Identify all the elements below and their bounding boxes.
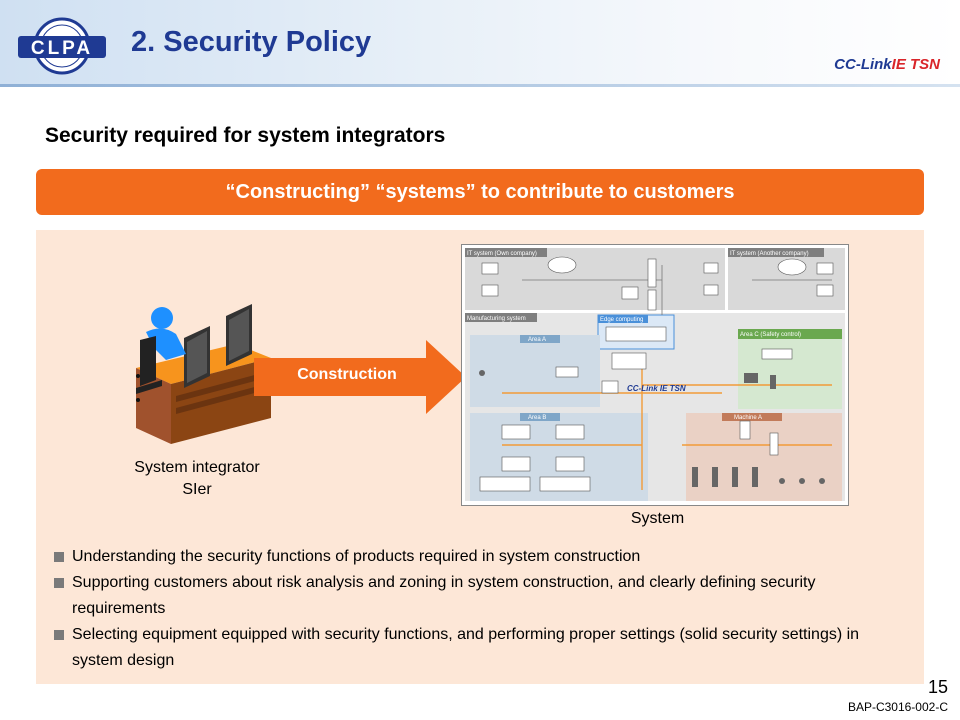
bullet-square-icon [54,552,64,562]
bullet-item: Understanding the security functions of … [52,544,912,570]
zone-area-c-label: Area C (Safety control) [740,332,801,338]
page-title: 2. Security Policy [131,26,372,58]
page-number: 15 [927,677,948,697]
document-code: BAP-C3016-002-C [847,700,948,714]
zone-edge-label: Edge computing [600,317,643,323]
system-diagram: IT system (Own company) IT system (Anoth… [461,244,849,506]
clpa-logo: CLPA [18,17,106,75]
brand-part1: CC-Link [834,56,892,73]
logo-text: CLPA [31,38,93,59]
zone-machine-a [686,413,842,501]
system-integrator-caption: System integrator SIer [117,457,277,501]
zone-area-a [470,335,600,407]
section-subtitle: Security required for system integrators [45,124,446,147]
system-diagram-graphic: IT system (Own company) IT system (Anoth… [465,248,845,501]
zone-machine-a-label: Machine A [734,415,762,421]
zone-area-c [738,329,842,409]
brand-part2: IE TSN [891,56,940,73]
brand-logo: CC-LinkIE TSN [834,56,940,73]
zone-it-other-label: IT system (Another company) [730,251,809,257]
zone-manufacturing-label: Manufacturing system [467,316,526,322]
zone-it-own [465,248,725,310]
zone-it-own-label: IT system (Own company) [467,251,537,257]
bullet-item: Supporting customers about risk analysis… [52,570,912,622]
integrator-line2: SIer [182,481,212,498]
system-caption: System [630,510,685,527]
bullet-list: Understanding the security functions of … [52,544,912,674]
zone-it-other [728,248,845,310]
bullet-text: Selecting equipment equipped with securi… [72,626,860,669]
integrator-line1: System integrator [134,459,260,476]
zone-area-a-label: Area A [528,337,546,343]
zone-area-b-label: Area B [528,415,546,421]
bullet-item: Selecting equipment equipped with securi… [52,622,912,674]
network-brand-label: CC-Link IE TSN [627,384,686,393]
system-integrator-illustration [136,304,271,444]
bullet-square-icon [54,578,64,588]
header-divider [0,84,960,87]
bullet-text: Supporting customers about risk analysis… [72,574,816,617]
bullet-square-icon [54,630,64,640]
construction-label: Construction [297,366,397,383]
header-bar [0,0,960,84]
bullet-text: Understanding the security functions of … [72,548,641,565]
key-message-banner: “Constructing” “systems” to contribute t… [36,169,924,215]
construction-arrow [254,340,466,414]
